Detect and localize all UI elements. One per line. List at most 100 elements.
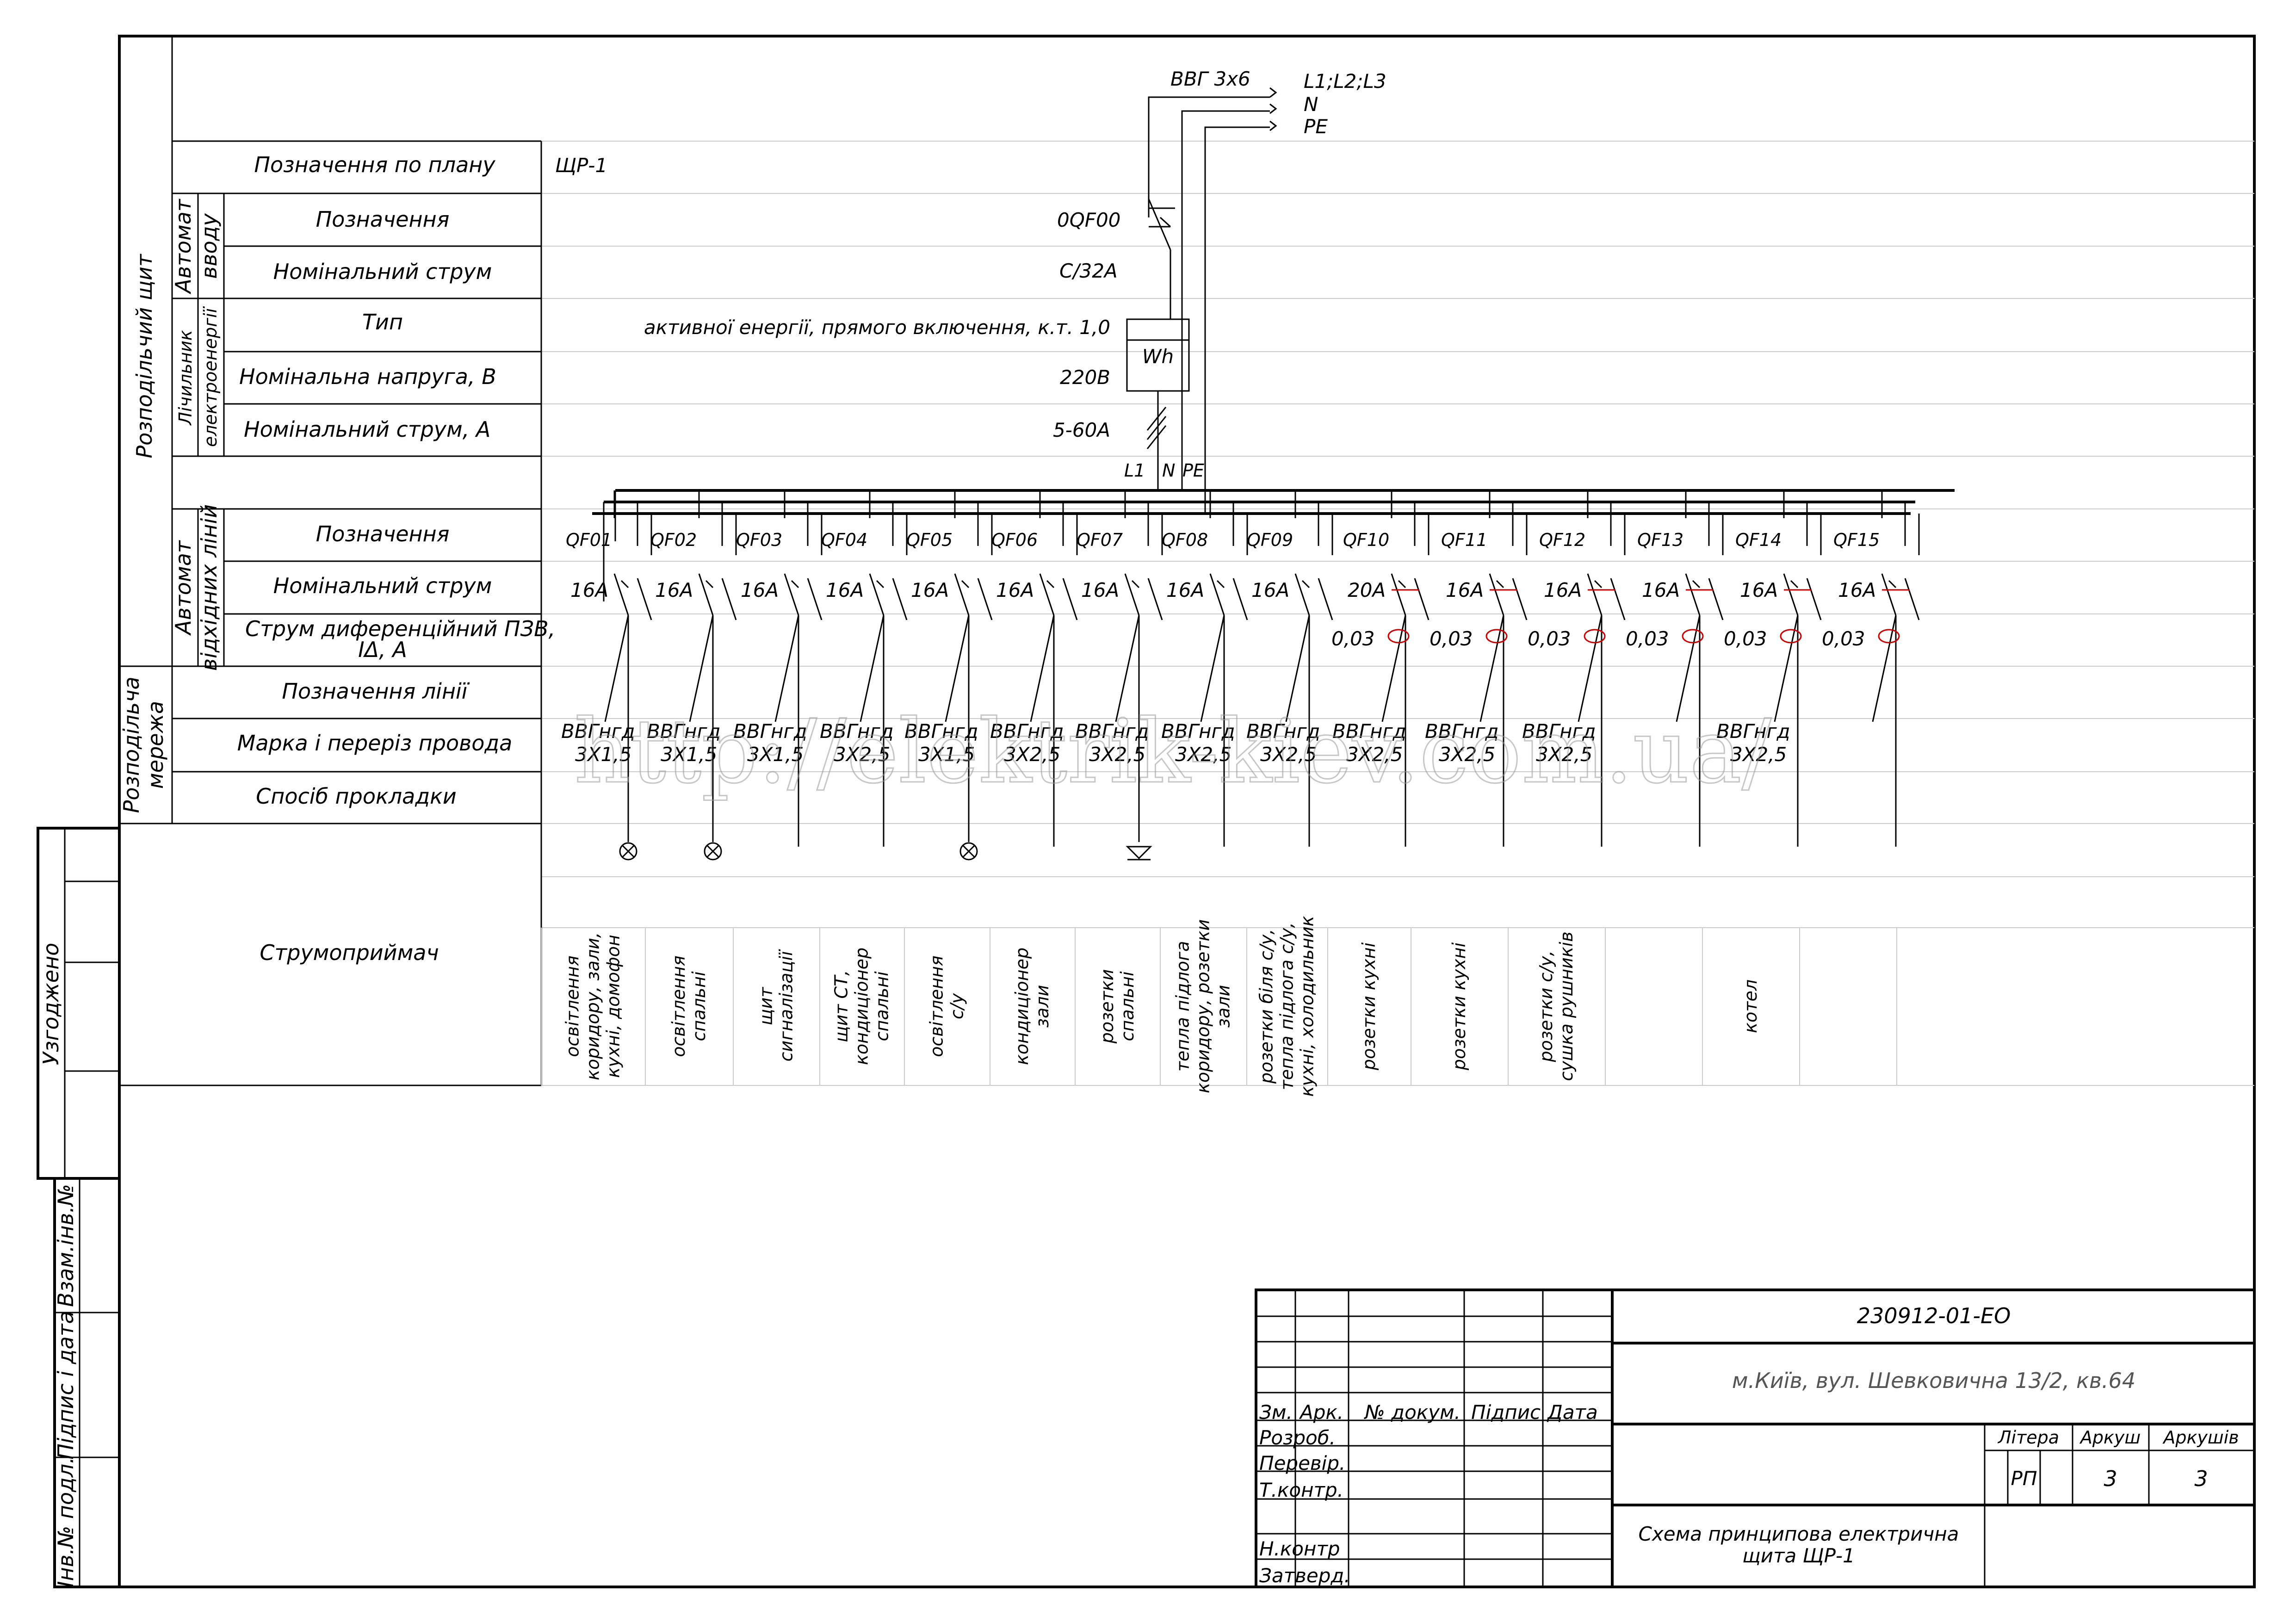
drawing-title-1: Схема принципова електрична xyxy=(1639,1523,1959,1545)
consumer-name: освітлення xyxy=(563,955,583,1057)
consumer-name: сушка рушників xyxy=(1556,931,1577,1081)
sheet-value: 3 xyxy=(2104,1466,2117,1491)
breaker-mark xyxy=(1692,580,1701,588)
doc-code: 230912-01-ЕО xyxy=(1857,1303,2011,1328)
breaker-rating: 16А xyxy=(1838,579,1876,601)
breaker-id: QF04 xyxy=(821,530,867,550)
cable-grade: ВВГнгд xyxy=(561,720,635,743)
breaker-rating: 16А xyxy=(911,579,949,601)
breaker-contact-l xyxy=(869,573,885,616)
neutral-drop xyxy=(1381,615,1406,722)
breaker-contact-n xyxy=(1512,578,1528,620)
breaker-contact-n xyxy=(1904,578,1920,620)
breaker-mark xyxy=(1216,580,1225,588)
project-address: м.Київ, вул. Шевковична 13/2, кв.64 xyxy=(1732,1368,2135,1393)
drawing-title-2: щита ЩР-1 xyxy=(1742,1544,1855,1567)
meter-voltage: 220В xyxy=(1060,366,1110,389)
group-outgoing-label-1: Автомат xyxy=(171,540,196,636)
breaker-contact-l xyxy=(1881,573,1897,616)
label-consumer: Струмоприймач xyxy=(260,940,439,965)
breaker-mark xyxy=(791,580,799,588)
cable-section: 3Х2,5 xyxy=(1439,743,1495,766)
cable-grade: ВВГнгд xyxy=(1332,720,1406,743)
cable-section: 3Х2,5 xyxy=(834,743,890,766)
cable-section: 3Х1,5 xyxy=(747,743,804,766)
neutral-drop xyxy=(1872,615,1897,722)
breaker-contact-n xyxy=(1708,578,1724,620)
side-stamp-inv-vzam: Взам.інв.№ xyxy=(53,1184,78,1307)
breaker-contact-l xyxy=(1783,573,1799,616)
breaker-id: QF05 xyxy=(906,530,953,550)
row-tcontrol: Т.контр. xyxy=(1259,1479,1343,1501)
col-zm: Зм. xyxy=(1259,1401,1293,1424)
breaker-contact-n xyxy=(892,578,908,620)
meter-current: 5-60А xyxy=(1053,419,1110,441)
rcd-current: 0,03 xyxy=(1724,627,1767,650)
neutral-drop xyxy=(689,615,714,722)
breaker-mark xyxy=(1131,580,1140,588)
breaker-mark xyxy=(705,580,714,588)
breaker-id: QF12 xyxy=(1539,530,1585,550)
drawing-frame xyxy=(118,35,2256,1588)
breaker-contact-n xyxy=(807,578,823,620)
group-meter-label-2: електроенергії xyxy=(200,306,221,447)
lamp-icon xyxy=(704,842,722,861)
breaker-rating: 16А xyxy=(1081,579,1119,601)
consumer-name: сигналізації xyxy=(776,949,797,1061)
feeder: ВВГ 3х6 L1;L2;L3 N PE ЩР-1 0QF00 С/32А W… xyxy=(555,68,1386,514)
rcd-current: 0,03 xyxy=(1822,627,1865,650)
consumer-name: освітлення xyxy=(927,955,947,1057)
watermark: http://elektrik-kiev.com.ua/ xyxy=(574,700,1772,803)
neutral-drop xyxy=(1479,615,1504,722)
cable-section: 3Х2,5 xyxy=(1260,743,1317,766)
label-input-designation: Позначення xyxy=(316,207,450,232)
breaker-id: QF09 xyxy=(1247,530,1293,550)
row-guides xyxy=(541,141,2254,1086)
breaker-rating: 16А xyxy=(1251,579,1289,601)
breaker-contact-l xyxy=(1489,573,1504,616)
consumer-name: кондиціонер xyxy=(1012,948,1032,1065)
label-line-designation: Позначення лінії xyxy=(282,679,470,704)
breaker-id: QF08 xyxy=(1162,530,1208,550)
breaker-mark xyxy=(1594,580,1603,588)
cable-grade: ВВГнгд xyxy=(1246,720,1320,743)
row-approved: Затверд. xyxy=(1259,1564,1350,1587)
label-meter-voltage: Номінальна напруга, В xyxy=(239,364,496,389)
feed-pe: PE xyxy=(1304,115,1328,138)
col-date: Дата xyxy=(1547,1401,1598,1424)
sheets-header: Аркушів xyxy=(2162,1427,2239,1448)
neutral-drop xyxy=(1285,615,1310,722)
neutral-drop xyxy=(1676,615,1701,722)
rcd-current: 0,03 xyxy=(1331,627,1375,650)
rcd-current: 0,03 xyxy=(1626,627,1669,650)
lamp-icon-x2 xyxy=(706,844,720,858)
consumer-name: кондиціонер xyxy=(852,948,872,1065)
consumer-name: коридору, зали, xyxy=(583,932,603,1080)
consumer-name: спальні xyxy=(872,971,892,1041)
breaker-contact-l xyxy=(1391,573,1406,616)
cable-grade: ВВГнгд xyxy=(1716,720,1790,743)
group-outgoing-label-2: відхідних ліній xyxy=(197,504,222,671)
rcd-sensor-icon xyxy=(1485,629,1508,644)
neutral-drop xyxy=(1030,615,1055,722)
sheets-value: 3 xyxy=(2194,1466,2208,1491)
side-stamp-inv-podl: Інв.№ подл. xyxy=(53,1457,78,1587)
cable-grade: ВВГнгд xyxy=(647,720,721,743)
breaker-contact-l xyxy=(784,573,799,616)
cable-section: 3Х1,5 xyxy=(661,743,717,766)
consumer-name: розетки с/у, xyxy=(1536,950,1556,1062)
breaker-mark xyxy=(1046,580,1055,588)
breaker-mark xyxy=(1790,580,1799,588)
col-sign: Підпис xyxy=(1471,1401,1541,1424)
label-outgoing-current: Номінальний струм xyxy=(273,573,492,598)
col-doc: № докум. xyxy=(1364,1401,1461,1424)
neutral-drop xyxy=(945,615,970,722)
breaker-contact-l xyxy=(613,573,629,616)
neutral-drop xyxy=(1578,615,1603,722)
label-meter-type: Тип xyxy=(362,310,403,335)
